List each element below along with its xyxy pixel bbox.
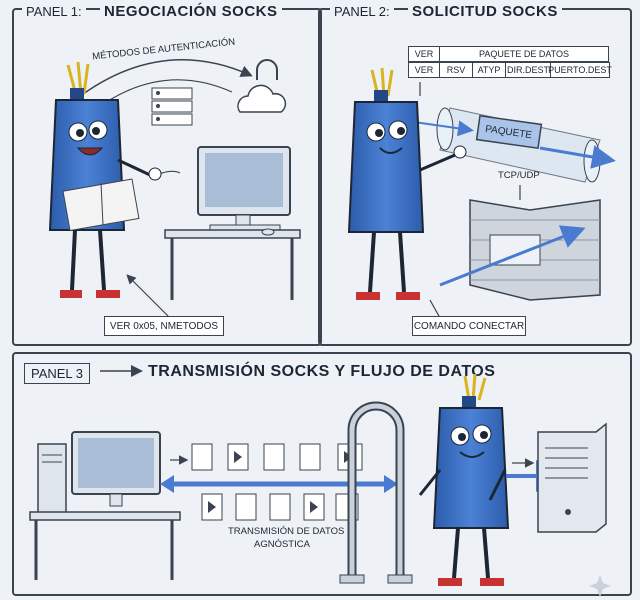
wall-pass-arrow <box>439 225 586 287</box>
header-cell-dest-port: PUERTO.DEST <box>548 62 612 78</box>
header-cell-atyp: ATYP <box>472 62 506 78</box>
auth-arc-arrow <box>74 59 253 101</box>
server-icon <box>151 87 193 126</box>
header-cell-ver-2: VER <box>408 62 440 78</box>
robot-character-1 <box>48 61 162 298</box>
connect-command-box: COMANDO CONECTAR <box>412 316 526 336</box>
robot-character-3 <box>418 373 510 586</box>
header-cell-rsv: RSV <box>439 62 473 78</box>
robot-character-2 <box>347 67 467 300</box>
box-pointer-arrow <box>126 274 171 319</box>
data-files-row-2 <box>201 493 359 521</box>
destination-server-icon <box>537 422 607 533</box>
tunnel-flow-arrow <box>539 145 616 169</box>
panel-1-title: NEGOCIACIÓN SOCKS <box>100 3 282 20</box>
header-cell-data: PAQUETE DE DATOS <box>439 46 609 62</box>
brick-wall <box>469 199 601 301</box>
lock-cloud-icon <box>237 59 287 113</box>
data-files-row-1 <box>191 443 363 471</box>
negotiation-box: VER 0x05, NMETODOS <box>104 316 224 336</box>
agnostic-transmission-label-line-1: TRANSMISIÓN DE DATOS <box>228 526 345 537</box>
gateway-arch <box>339 401 413 584</box>
client-computer-icon <box>29 431 181 580</box>
panel-1-tag: PANEL 1: <box>22 4 86 19</box>
bidirectional-flow-arrow <box>160 475 398 493</box>
sparkle-icon <box>589 575 611 597</box>
protocol-label: TCP/UDP <box>498 170 540 181</box>
computer-icon <box>164 146 301 300</box>
panel-3-tag: PANEL 3 <box>24 363 91 384</box>
agnostic-transmission-label-line-2: AGNÓSTICA <box>254 539 310 550</box>
panel-2-tag: PANEL 2: <box>330 4 394 19</box>
header-cell-dest-addr: DIR.DEST <box>505 62 551 78</box>
packet-box <box>475 114 543 150</box>
header-cell-ver-1: VER <box>408 46 440 62</box>
panel-3-title: TRANSMISIÓN SOCKS Y FLUJO DE DATOS <box>148 363 496 380</box>
panel-3-frame <box>12 352 632 596</box>
panel-2-title: SOLICITUD SOCKS <box>408 3 562 20</box>
